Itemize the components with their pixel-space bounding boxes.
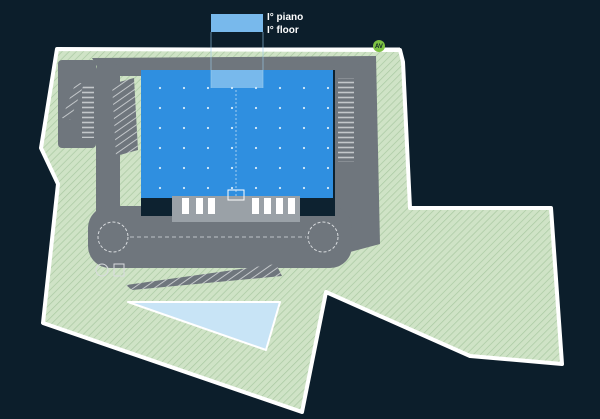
roof-light-dot (182, 106, 186, 110)
roof-light-dot (206, 146, 210, 150)
building-corner-block (141, 198, 169, 216)
roof-light-dot (206, 106, 210, 110)
roof-light-dot (230, 86, 234, 90)
loading-dock-door (252, 198, 259, 214)
loading-dock-door (196, 198, 203, 214)
loading-dock-door (276, 198, 283, 214)
first-floor-label-it: I° piano (267, 12, 304, 23)
roof-light-dot (158, 86, 162, 90)
roof-light-dot (302, 166, 306, 170)
building-corner-block (305, 198, 333, 216)
roof-light-dot (182, 126, 186, 130)
roof-light-dot (254, 86, 258, 90)
roof-light-dot (158, 146, 162, 150)
roof-light-dot (254, 146, 258, 150)
av-road-badge (373, 40, 385, 52)
roof-light-dot (254, 126, 258, 130)
roof-light-dot (254, 166, 258, 170)
roof-light-dot (182, 146, 186, 150)
roof-light-dot (326, 146, 330, 150)
retention-pond (127, 301, 281, 351)
parking-diagonal-west (112, 78, 138, 156)
roundabout-east (307, 221, 339, 253)
mezzanine-on-roof (211, 70, 263, 88)
roof-light-dot (302, 186, 306, 190)
first-floor-swatch (211, 14, 263, 32)
roof-light-dot (230, 146, 234, 150)
roof-light-dot (206, 186, 210, 190)
roof-light-dot (158, 126, 162, 130)
roof-light-dot (158, 166, 162, 170)
roof-light-dot (302, 86, 306, 90)
roof-light-dot (326, 186, 330, 190)
roof-light-dot (230, 186, 234, 190)
loading-dock-door (264, 198, 271, 214)
roof-light-dot (302, 126, 306, 130)
utility-tank (95, 263, 109, 277)
roof-light-dot (326, 166, 330, 170)
loading-dock-door (208, 198, 215, 214)
av-road-badge-label: AV (375, 44, 383, 50)
roof-light-dot (206, 126, 210, 130)
parking-entry-ramp (62, 82, 84, 120)
roof-light-dot (278, 166, 282, 170)
parking-entry-column (82, 86, 94, 138)
roof-light-dot (182, 166, 186, 170)
roof-light-dot (278, 186, 282, 190)
roof-light-dot (278, 146, 282, 150)
roundabout-west (97, 221, 129, 253)
loading-dock-door (288, 198, 295, 214)
roof-light-dot (326, 86, 330, 90)
roof-light-dot (182, 86, 186, 90)
first-floor-label-en: I° floor (267, 25, 299, 36)
roof-light-dot (230, 166, 234, 170)
roof-light-dot (206, 166, 210, 170)
roof-light-dot (326, 126, 330, 130)
utility-box (113, 263, 125, 277)
roof-light-dot (206, 86, 210, 90)
roof-light-dot (278, 126, 282, 130)
warehouse-roof (141, 70, 333, 198)
roof-light-dot (158, 186, 162, 190)
roof-light-dot (302, 106, 306, 110)
parking-east-column (338, 78, 354, 162)
roof-light-dot (230, 106, 234, 110)
parking-diagonal-south (126, 264, 282, 290)
loading-dock-door (182, 198, 189, 214)
roof-light-dot (254, 186, 258, 190)
entrance-box (227, 189, 245, 201)
roof-light-dot (278, 106, 282, 110)
roof-light-dot (278, 86, 282, 90)
roof-light-dot (230, 126, 234, 130)
roof-light-dot (254, 106, 258, 110)
roof-light-dot (302, 146, 306, 150)
roof-light-dot (326, 106, 330, 110)
roof-light-dot (158, 106, 162, 110)
roof-light-dot (182, 186, 186, 190)
